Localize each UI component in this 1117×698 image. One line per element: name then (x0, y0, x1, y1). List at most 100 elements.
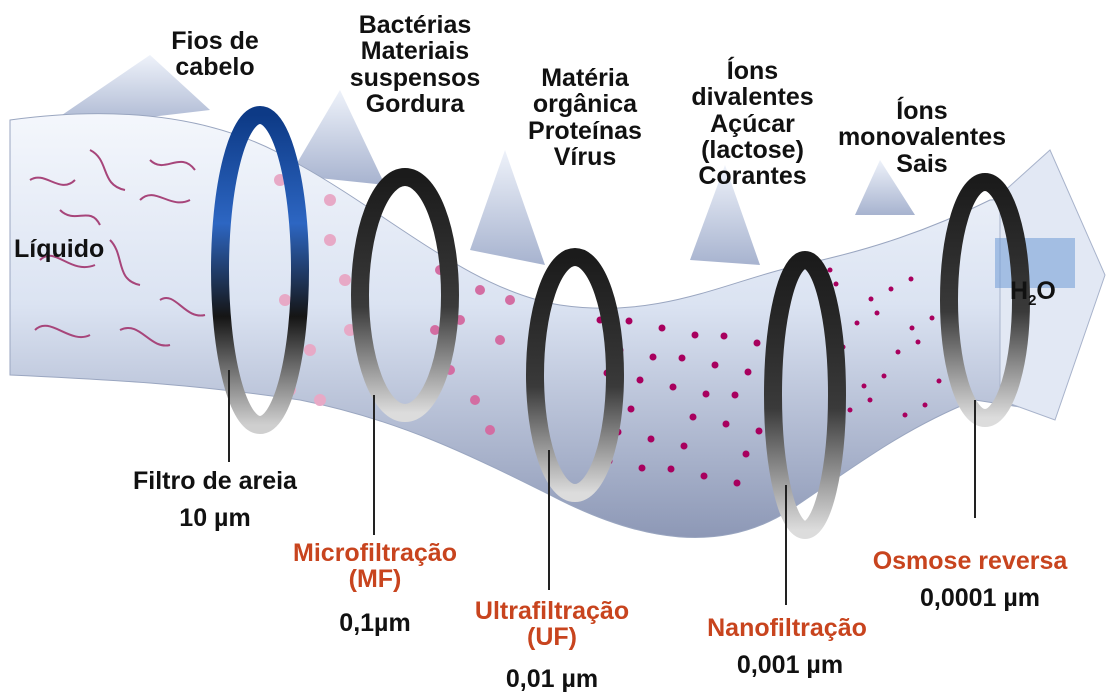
ion-dot (929, 315, 935, 321)
ion-dot (753, 339, 761, 347)
particle (304, 344, 316, 356)
ion-dot (936, 378, 942, 384)
ion-dot (742, 450, 750, 458)
stage-nanofiltration-size: 0,001 µm (736, 651, 844, 679)
ion-dot (627, 405, 635, 413)
ion-dot (915, 339, 921, 345)
ion-dot (722, 420, 730, 428)
ion-dot (847, 407, 853, 413)
ion-dot (744, 368, 752, 376)
stage-sand-filter-name: Filtro de areia (133, 467, 297, 495)
leader-line (548, 450, 550, 590)
ring-reverse-osmosis (940, 173, 1030, 427)
ion-dot (669, 383, 677, 391)
ion-dot (867, 397, 873, 403)
particle (339, 274, 351, 286)
ion-dot (702, 390, 710, 398)
stage-ultrafiltration-size: 0,01 µm (505, 665, 599, 693)
molecule (430, 325, 440, 335)
stage-microfiltration-name: Microfiltração (MF) (293, 539, 457, 594)
ion-dot (720, 332, 728, 340)
ion-dot (649, 353, 657, 361)
leader-line (974, 400, 976, 518)
hair-fiber (139, 194, 191, 204)
ion-dot (658, 324, 666, 332)
ring-nanofiltration (764, 251, 846, 539)
particle (279, 294, 291, 306)
hair-fiber (59, 209, 101, 226)
hair-fiber (119, 327, 171, 347)
retained-label-divalent: Íons divalentes Açúcar (lactose) Corante… (691, 57, 814, 190)
leader-line (373, 395, 375, 535)
ion-dot (902, 412, 908, 418)
leader-line (785, 485, 787, 605)
stage-reverse-osmosis-name: Osmose reversa (872, 547, 1068, 575)
stage-reverse-osmosis-size: 0,0001 µm (919, 584, 1041, 612)
tube-fin (690, 165, 760, 265)
output-o: O (1036, 277, 1056, 306)
ion-dot (908, 276, 914, 282)
ion-dot (861, 383, 867, 389)
hair-fiber (159, 297, 206, 317)
ion-dot (680, 442, 688, 450)
ion-dot (833, 281, 839, 287)
output-label: H2O (1010, 252, 1080, 309)
molecule (485, 425, 495, 435)
ion-dot (691, 331, 699, 339)
stage-sand-filter-size: 10 µm (179, 504, 251, 532)
ion-dot (689, 413, 697, 421)
particle (324, 234, 336, 246)
molecule (495, 335, 505, 345)
ring-ultrafiltration (526, 248, 624, 502)
ion-dot (678, 354, 686, 362)
leader-line (228, 370, 230, 462)
retained-label-monovalent: Íons monovalentes Sais (837, 97, 1007, 178)
ion-dot (922, 402, 928, 408)
hair-fiber (29, 176, 76, 186)
ion-dot (731, 391, 739, 399)
ion-dot (733, 479, 741, 487)
molecule (505, 295, 515, 305)
ring-microfiltration (351, 168, 459, 422)
output-h: H (1010, 277, 1029, 306)
retained-label-hair: Fios de cabelo (171, 27, 259, 82)
retained-label-organic: Matéria orgânica Proteínas Vírus (528, 64, 642, 171)
ion-dot (647, 435, 655, 443)
ion-dot (888, 286, 894, 292)
ion-dot (667, 465, 675, 473)
tube-fin (40, 55, 210, 130)
molecule (475, 285, 485, 295)
ion-dot (854, 320, 860, 326)
output-subscript: 2 (1028, 292, 1037, 310)
ion-dot (874, 310, 880, 316)
ion-dot (711, 361, 719, 369)
stage-nanofiltration-name: Nanofiltração (707, 614, 867, 642)
molecule (470, 395, 480, 405)
tube-fin (470, 150, 545, 265)
ion-dot (881, 373, 887, 379)
hair-fiber (34, 324, 91, 338)
ion-dot (700, 472, 708, 480)
tube-fin (855, 160, 915, 215)
ion-dot (895, 349, 901, 355)
hair-fibers (29, 149, 206, 347)
ion-dot (909, 325, 915, 331)
hair-fiber (39, 254, 96, 268)
hair-fiber (89, 149, 126, 191)
input-label: Líquido (14, 235, 105, 263)
ion-dot (638, 464, 646, 472)
ion-dot (868, 296, 874, 302)
tube-fin (290, 90, 385, 185)
ion-dot (755, 427, 763, 435)
ion-dot (636, 376, 644, 384)
hair-fiber (109, 239, 141, 286)
hair-fiber (149, 159, 196, 171)
ring-sand-filter (211, 106, 309, 434)
stage-ultrafiltration-name: Ultrafiltração (UF) (474, 597, 630, 652)
ion-dot (827, 267, 833, 273)
ion-dot (625, 317, 633, 325)
retained-label-bacteria: Bactérias Materiais suspensos Gordura (349, 11, 481, 118)
particle (314, 394, 326, 406)
